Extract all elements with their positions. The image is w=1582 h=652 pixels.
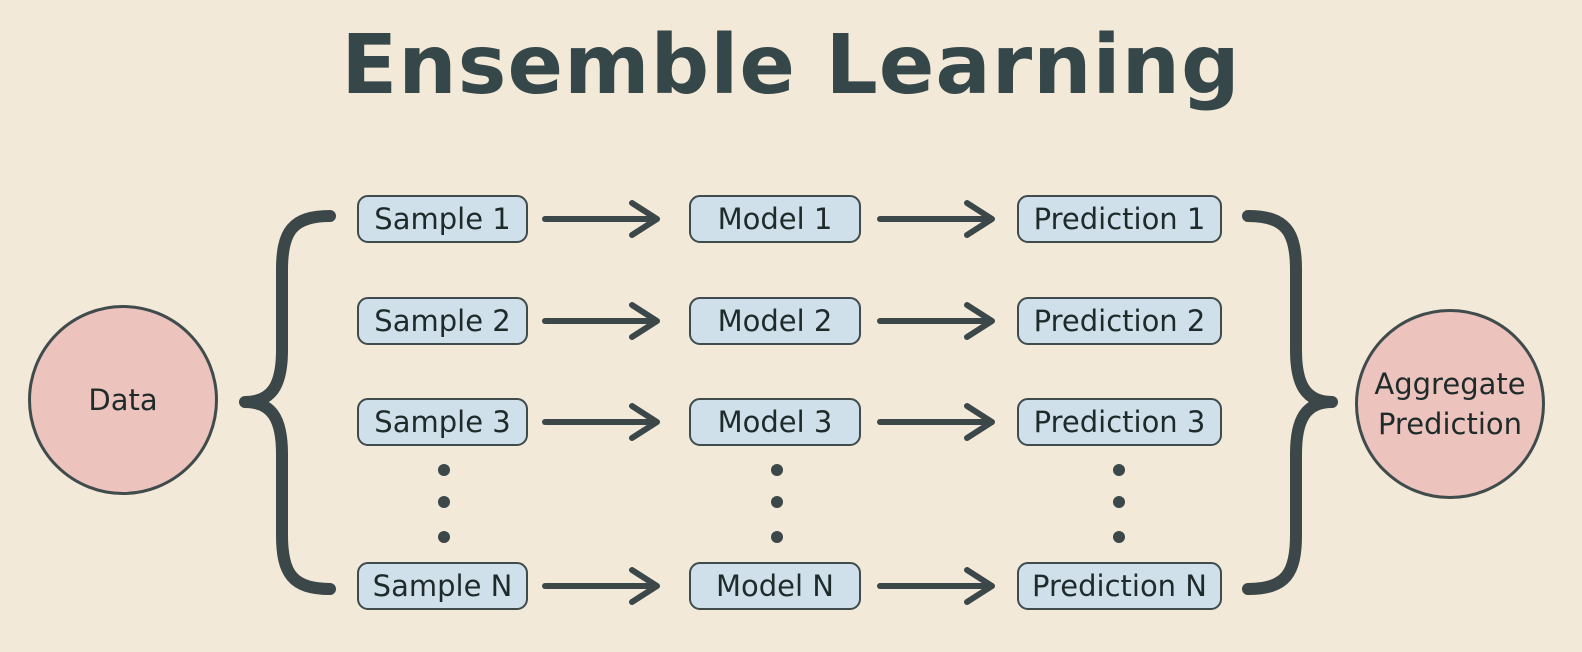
sample-box-2: Sample 2 bbox=[357, 297, 528, 345]
prediction-box-1: Prediction 1 bbox=[1017, 195, 1222, 243]
arrow-model-to-prediction-n bbox=[877, 567, 995, 605]
left-brace bbox=[239, 210, 336, 595]
sample-box-3: Sample 3 bbox=[357, 398, 528, 446]
arrow-sample-to-model-1 bbox=[542, 200, 660, 238]
right-brace bbox=[1242, 210, 1338, 595]
arrow-sample-to-model-n bbox=[542, 567, 660, 605]
data-node: Data bbox=[28, 305, 218, 495]
model-box-3: Model 3 bbox=[689, 398, 861, 446]
arrow-model-to-prediction-3 bbox=[877, 403, 995, 441]
ellipsis-predictions bbox=[1113, 464, 1125, 543]
ellipsis-models bbox=[771, 464, 783, 543]
model-box-1: Model 1 bbox=[689, 195, 861, 243]
ellipsis-samples bbox=[438, 464, 450, 543]
arrow-model-to-prediction-2 bbox=[877, 302, 995, 340]
prediction-box-2: Prediction 2 bbox=[1017, 297, 1222, 345]
sample-box-1: Sample 1 bbox=[357, 195, 528, 243]
prediction-box-n: Prediction N bbox=[1017, 562, 1222, 610]
model-box-n: Model N bbox=[689, 562, 861, 610]
diagram-title: Ensemble Learning bbox=[341, 18, 1241, 113]
arrow-sample-to-model-3 bbox=[542, 403, 660, 441]
prediction-box-3: Prediction 3 bbox=[1017, 398, 1222, 446]
sample-box-n: Sample N bbox=[357, 562, 528, 610]
aggregate-prediction-node: Aggregate Prediction bbox=[1355, 309, 1545, 499]
arrow-sample-to-model-2 bbox=[542, 302, 660, 340]
arrow-model-to-prediction-1 bbox=[877, 200, 995, 238]
model-box-2: Model 2 bbox=[689, 297, 861, 345]
